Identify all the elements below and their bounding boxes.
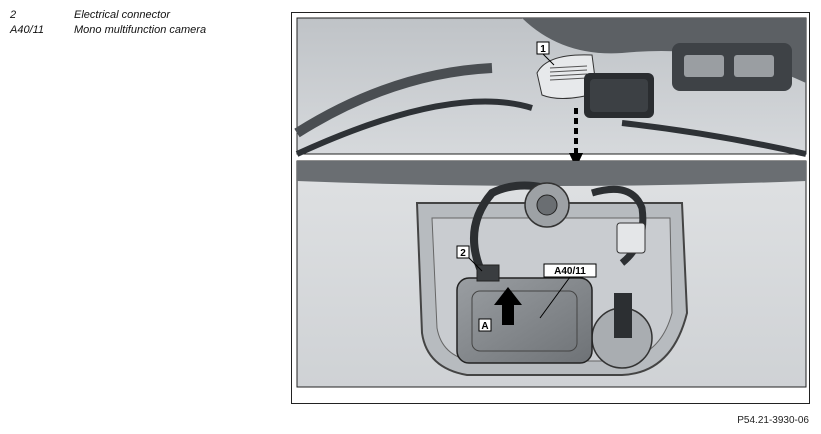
legend-description: Mono multifunction camera [74, 24, 207, 36]
legend-code: A40/11 [10, 24, 45, 36]
callout-2-label: 2 [460, 248, 466, 259]
technical-illustration: 1 [291, 12, 810, 404]
camera-detail-panel: 2 A40/11 A [296, 160, 807, 388]
legend-description: Electrical connector [74, 9, 170, 21]
direction-arrow-icon [494, 287, 522, 325]
legend-row: A40/11 Mono multifunction camera [10, 23, 206, 38]
document-reference: P54.21-3930-06 [737, 415, 809, 426]
callout-1-label: 1 [540, 44, 546, 55]
camera-module-icon [456, 264, 593, 364]
callout-a40-11-label: A40/11 [554, 266, 586, 277]
illustration-svg: 1 [294, 17, 807, 388]
callout-a-label: A [481, 321, 488, 332]
interior-overview-panel: 1 [294, 17, 807, 168]
legend-code: 2 [10, 9, 17, 21]
legend: 2 Electrical connector A40/11 Mono multi… [10, 8, 206, 38]
legend-row: 2 Electrical connector [10, 8, 206, 23]
